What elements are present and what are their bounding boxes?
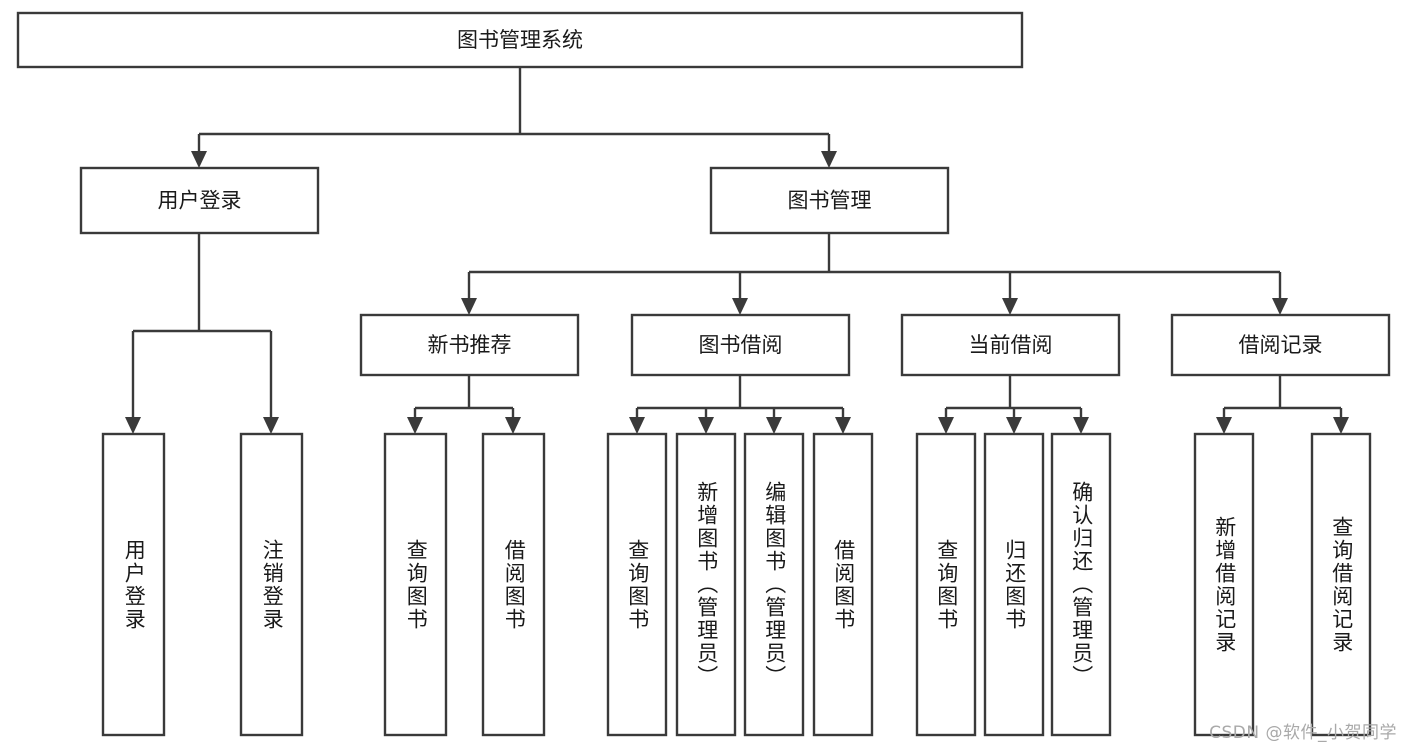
arrow-head-icon [1006, 417, 1022, 434]
node-box-leaf-borrow-book-new[interactable] [481, 432, 546, 737]
node-box-user-login[interactable] [79, 166, 320, 235]
connector-currentborrow-to-leaves [938, 375, 1089, 434]
connector-root-to-level2 [191, 67, 837, 168]
boxes-layer [16, 11, 1391, 737]
arrow-head-icon [505, 417, 521, 434]
node-label-root: 图书管理系统 [457, 28, 583, 52]
node-box-book-manage[interactable] [709, 166, 950, 235]
node-box-root[interactable] [16, 11, 1024, 69]
node-box-borrow-record[interactable] [1170, 313, 1391, 377]
node-box-leaf-query-book-current[interactable] [915, 432, 977, 737]
connector-bookmanage-to-level3 [461, 233, 1288, 315]
node-box-leaf-query-book-borrow[interactable] [606, 432, 668, 737]
node-label-current-borrow: 当前借阅 [969, 333, 1053, 357]
node-box-leaf-confirm-return-admin[interactable] [1050, 432, 1112, 737]
node-box-leaf-user-login[interactable] [101, 432, 166, 737]
arrow-head-icon [1073, 417, 1089, 434]
arrow-head-icon [835, 417, 851, 434]
node-box-new-book-rec[interactable] [359, 313, 580, 377]
arrow-head-icon [407, 417, 423, 434]
node-box-book-borrow[interactable] [630, 313, 851, 377]
node-label-borrow-record: 借阅记录 [1239, 333, 1323, 357]
arrow-head-icon [461, 298, 477, 315]
node-box-leaf-borrow-book[interactable] [812, 432, 874, 737]
watermark-text: CSDN @软件_小贺同学 [1209, 723, 1397, 743]
arrow-head-icon [938, 417, 954, 434]
node-box-current-borrow[interactable] [900, 313, 1121, 377]
node-label-book-manage: 图书管理 [788, 189, 872, 213]
arrow-head-icon [1216, 417, 1232, 434]
arrow-head-icon [125, 417, 141, 434]
edges-layer [125, 67, 1349, 434]
arrow-head-icon [1272, 298, 1288, 315]
node-label-user-login: 用户登录 [158, 189, 242, 213]
arrow-head-icon [821, 151, 837, 168]
connector-borrowrecord-to-leaves [1216, 375, 1349, 434]
arrow-head-icon [698, 417, 714, 434]
arrow-head-icon [732, 298, 748, 315]
node-box-leaf-query-book-new[interactable] [383, 432, 448, 737]
node-box-leaf-add-book-admin[interactable] [675, 432, 737, 737]
arrow-head-icon [1002, 298, 1018, 315]
arrow-head-icon [629, 417, 645, 434]
arrow-head-icon [1333, 417, 1349, 434]
node-box-leaf-return-book[interactable] [983, 432, 1045, 737]
arrow-head-icon [263, 417, 279, 434]
arrow-head-icon [191, 151, 207, 168]
node-box-leaf-query-borrow-record[interactable] [1310, 432, 1372, 737]
node-box-leaf-user-logout[interactable] [239, 432, 304, 737]
node-label-new-book-rec: 新书推荐 [428, 333, 512, 357]
connector-newbook-to-leaves [407, 375, 521, 434]
arrow-head-icon [766, 417, 782, 434]
node-box-leaf-add-borrow-record[interactable] [1193, 432, 1255, 737]
connector-userlogin-to-leaves [125, 233, 279, 434]
node-box-leaf-edit-book-admin[interactable] [743, 432, 805, 737]
node-label-book-borrow: 图书借阅 [699, 333, 783, 357]
connector-bookborrow-to-leaves [629, 375, 851, 434]
